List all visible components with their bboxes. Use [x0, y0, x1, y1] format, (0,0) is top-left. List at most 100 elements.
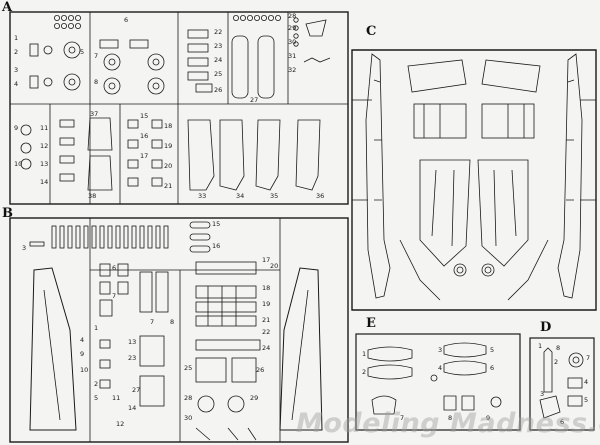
svg-text:24: 24: [262, 344, 270, 352]
e-part-numbers: 1 2 3 4 5 6 7 8 9: [362, 346, 494, 422]
svg-text:4: 4: [14, 80, 18, 88]
svg-text:10: 10: [80, 366, 88, 374]
svg-text:9: 9: [14, 124, 18, 132]
svg-text:3: 3: [540, 390, 544, 398]
svg-text:6: 6: [490, 364, 494, 372]
svg-text:6: 6: [560, 418, 564, 426]
svg-text:31: 31: [288, 52, 296, 60]
c-wings: [419, 159, 529, 267]
svg-text:8: 8: [448, 414, 452, 422]
svg-text:28: 28: [288, 12, 296, 20]
svg-text:26: 26: [214, 86, 222, 94]
svg-text:34: 34: [236, 192, 244, 200]
svg-text:16: 16: [140, 132, 148, 140]
svg-text:27: 27: [250, 96, 258, 104]
svg-text:30: 30: [288, 38, 296, 46]
b-wing-halves: [29, 267, 323, 431]
svg-text:24: 24: [214, 56, 222, 64]
svg-text:30: 30: [184, 414, 192, 422]
b-small-parts: [99, 263, 261, 441]
svg-text:29: 29: [288, 24, 296, 32]
c-fuselage-right: [557, 53, 583, 299]
sprue-b-frame: [9, 217, 349, 443]
svg-text:10: 10: [14, 160, 22, 168]
svg-text:11: 11: [112, 394, 120, 402]
svg-text:8: 8: [170, 318, 174, 326]
svg-text:7: 7: [94, 52, 98, 60]
svg-text:33: 33: [198, 192, 206, 200]
svg-text:14: 14: [40, 178, 48, 186]
svg-text:9: 9: [486, 414, 490, 422]
svg-text:25: 25: [214, 70, 222, 78]
c-fuselage-left: [365, 53, 391, 299]
svg-text:4: 4: [438, 364, 442, 372]
svg-text:19: 19: [164, 142, 172, 150]
svg-text:4: 4: [80, 336, 84, 344]
svg-text:3: 3: [14, 66, 18, 74]
c-nozzles: [453, 263, 495, 277]
svg-text:15: 15: [140, 112, 148, 120]
svg-text:3: 3: [438, 346, 442, 354]
svg-text:12: 12: [40, 142, 48, 150]
svg-text:2: 2: [362, 368, 366, 376]
sprue-e-parts: 1 2 3 4 5 6 7 8 9: [362, 342, 502, 422]
sprue-e-frame: [355, 333, 521, 431]
svg-text:5: 5: [80, 48, 84, 56]
svg-text:6: 6: [124, 16, 128, 24]
sprue-d-letter: D: [540, 320, 552, 335]
watermark: Modeling Madness.com: [296, 408, 600, 439]
svg-text:29: 29: [250, 394, 258, 402]
svg-text:14: 14: [128, 404, 136, 412]
svg-text:2: 2: [14, 48, 18, 56]
svg-text:1: 1: [362, 350, 366, 358]
svg-text:17: 17: [262, 256, 270, 264]
sprue-c-frame: [351, 49, 597, 311]
svg-text:21: 21: [262, 316, 270, 324]
svg-text:7: 7: [112, 292, 116, 300]
svg-text:37: 37: [90, 110, 98, 118]
b-pylons: [189, 221, 257, 327]
svg-text:12: 12: [116, 420, 124, 428]
svg-text:20: 20: [164, 162, 172, 170]
svg-text:5: 5: [490, 346, 494, 354]
a-wheels: [20, 41, 165, 170]
svg-text:20: 20: [270, 262, 278, 270]
svg-text:1: 1: [94, 324, 98, 332]
svg-text:2: 2: [94, 380, 98, 388]
svg-text:8: 8: [94, 78, 98, 86]
c-runners: [352, 99, 596, 301]
svg-text:8: 8: [556, 344, 560, 352]
sprue-e-letter: E: [366, 316, 376, 331]
svg-text:19: 19: [262, 300, 270, 308]
sprue-a-letter: A: [2, 0, 13, 15]
svg-text:5: 5: [584, 396, 588, 404]
svg-text:4: 4: [584, 378, 588, 386]
svg-text:23: 23: [128, 354, 136, 362]
svg-text:7: 7: [400, 414, 404, 422]
svg-text:16: 16: [212, 242, 220, 250]
sprue-b-letter: B: [2, 206, 13, 221]
sprue-c-parts: [352, 53, 596, 301]
svg-text:3: 3: [22, 244, 26, 252]
svg-text:26: 26: [256, 366, 264, 374]
svg-text:15: 15: [212, 220, 220, 228]
svg-text:1: 1: [538, 342, 542, 350]
svg-text:22: 22: [262, 328, 270, 336]
svg-text:25: 25: [184, 364, 192, 372]
svg-text:2: 2: [554, 358, 558, 366]
svg-text:11: 11: [40, 124, 48, 132]
svg-text:28: 28: [184, 394, 192, 402]
svg-text:21: 21: [164, 182, 172, 190]
svg-text:32: 32: [288, 66, 296, 74]
svg-text:35: 35: [270, 192, 278, 200]
svg-text:1: 1: [14, 34, 18, 42]
svg-text:18: 18: [262, 284, 270, 292]
b-bomb-row: [29, 225, 169, 249]
sprue-c-letter: C: [366, 24, 377, 39]
